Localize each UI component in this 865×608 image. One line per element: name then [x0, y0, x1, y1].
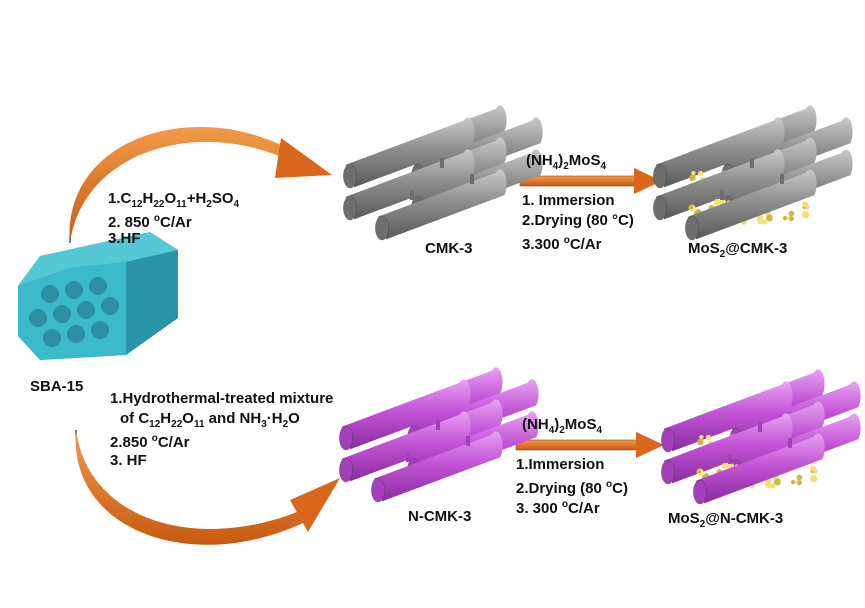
top-step-3: 3.HF [108, 230, 141, 247]
mos2-cmk3-label: MoS2@CMK-3 [688, 240, 788, 260]
mos2-particle [810, 475, 818, 483]
rod-end [685, 215, 699, 241]
mos2-particle [721, 462, 729, 470]
mos2-particle [705, 434, 712, 441]
top-treatment-1: 1. Immersion [522, 192, 615, 209]
rod-bridge [750, 158, 754, 168]
rod-bridge [720, 190, 724, 200]
mos2-particle [766, 214, 773, 222]
cmk3-label: CMK-3 [425, 240, 473, 257]
bottom-treatment-2: 2.Drying (80 oC) [516, 479, 628, 497]
rod-bridge [436, 420, 440, 430]
rod-bridge [406, 452, 410, 462]
rod-end [661, 427, 675, 453]
ncmk3-rod-bundle [339, 367, 539, 503]
rod-bridge [780, 174, 784, 184]
ncmk3-label: N-CMK-3 [408, 508, 472, 525]
mos2-particle [788, 215, 794, 222]
rod-bridge [410, 190, 414, 200]
straight-arrow-bottom [515, 432, 664, 458]
mos2-particle [757, 217, 764, 225]
rod-body [655, 117, 785, 188]
mos2-particle [796, 479, 802, 486]
mos2-particle [688, 204, 694, 210]
bottom-step-3: 3. HF [110, 452, 147, 469]
rod-end [375, 215, 389, 241]
mos2-particle [713, 198, 721, 206]
mos2-particle [788, 210, 795, 217]
mos2-particle [689, 174, 696, 182]
mos2-ncmk3-label: MoS2@N-CMK-3 [668, 510, 784, 530]
rod-end [653, 195, 667, 221]
rod-end [339, 425, 353, 451]
mos2-particle [697, 170, 704, 177]
sba15-template-icon [18, 232, 178, 360]
mos2-particle [774, 478, 781, 486]
curved-arrow-top [69, 126, 332, 244]
rod-end [693, 479, 707, 505]
rod-end [343, 163, 357, 189]
mos2-particle [790, 479, 796, 485]
mos2-cmk3-rod-bundle [653, 105, 853, 241]
rod-body [373, 431, 503, 502]
rod-body [687, 169, 817, 240]
bottom-reagent: (NH4)2MoS4 [522, 416, 603, 436]
top-step-2: 2. 850 oC/Ar [108, 213, 192, 231]
rod-body [377, 169, 507, 240]
rod-bridge [758, 422, 762, 432]
top-step-1: 1.C12H22O11+H2SO4 [108, 190, 240, 210]
mos2-particle [696, 468, 702, 474]
sba15-label: SBA-15 [30, 378, 84, 395]
rod-end [371, 477, 385, 503]
mos2-particle [691, 170, 696, 176]
bottom-step-2: 2.850 oC/Ar [110, 433, 190, 451]
rod-body [663, 381, 793, 452]
mos2-particle [802, 201, 808, 208]
mos2-particle [810, 465, 816, 472]
rod-body [341, 379, 471, 450]
rod-bridge [470, 174, 474, 184]
mos2-ncmk3-rod-bundle [661, 369, 861, 505]
mos2-particle [802, 211, 810, 219]
bottom-treatment-3: 3. 300 oC/Ar [516, 499, 600, 517]
mos2-particle [782, 215, 788, 221]
rod-bridge [788, 438, 792, 448]
bottom-step-1: 1.Hydrothermal-treated mixture [110, 390, 334, 407]
rod-bridge [728, 454, 732, 464]
rod-bridge [440, 158, 444, 168]
mos2-particle [697, 438, 704, 446]
rod-end [653, 163, 667, 189]
rod-end [661, 459, 675, 485]
bottom-treatment-1: 1.Immersion [516, 456, 605, 473]
mos2-particle [796, 474, 803, 481]
rod-bridge [466, 436, 470, 446]
top-treatment-3: 3.300 oC/Ar [522, 235, 602, 253]
rod-body [345, 117, 475, 188]
curved-arrow-bottom [75, 429, 340, 545]
rod-end [343, 195, 357, 221]
mos2-particle [765, 481, 772, 489]
top-reagent: (NH4)2MoS4 [526, 152, 607, 172]
bottom-step-1b: of C12H22O11 and NH3·H2O [120, 410, 300, 430]
top-treatment-2: 2.Drying (80 °C) [522, 212, 634, 229]
mos2-particle [699, 434, 704, 440]
rod-end [339, 457, 353, 483]
rod-body [695, 433, 825, 504]
cmk3-rod-bundle [343, 105, 543, 241]
